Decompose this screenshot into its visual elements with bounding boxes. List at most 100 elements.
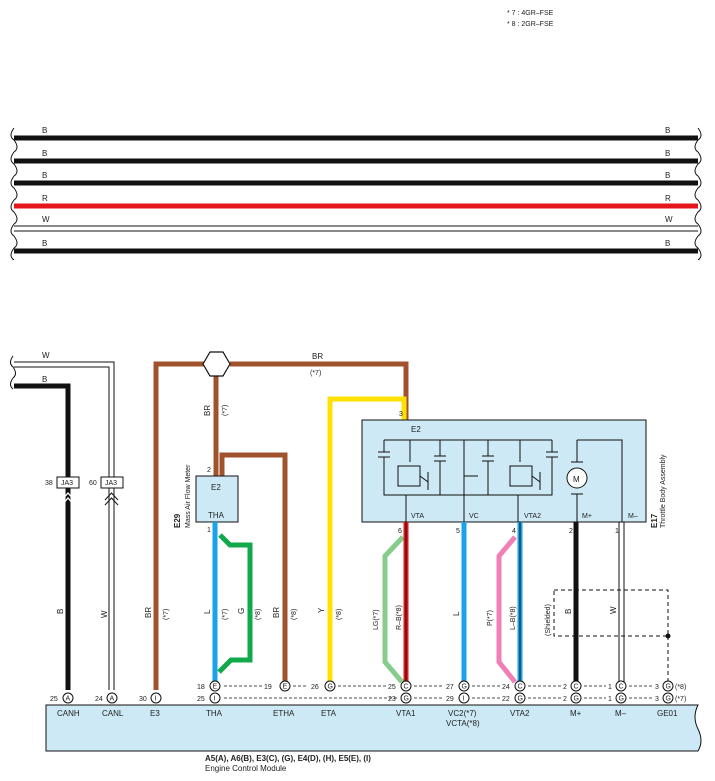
pin-leaders bbox=[224, 685, 653, 699]
y-eta-label: Y bbox=[317, 607, 326, 613]
ecm-pin-vta1-b-conn: G bbox=[404, 696, 409, 703]
ecm-pin-canh-conn: A bbox=[66, 696, 71, 703]
ecm-pin-vta2-b-conn: G bbox=[518, 696, 523, 703]
harness-right-breaks bbox=[694, 127, 702, 261]
harness-wire-5 bbox=[14, 225, 698, 232]
ecm-pin-mm-b-conn: G bbox=[619, 696, 624, 703]
tb-pin-6: 6 bbox=[398, 528, 402, 535]
ecm-pin-mp-b-conn: G bbox=[574, 696, 579, 703]
br-top-note: (*7) bbox=[310, 370, 321, 377]
ecm-pin-e3-num: 30 bbox=[139, 696, 147, 703]
maf-tha-label: THA bbox=[208, 511, 225, 520]
ecm-pin-canl-conn: A bbox=[110, 696, 115, 703]
harness-code-right-2: B bbox=[665, 149, 670, 158]
canl-wire bbox=[14, 361, 115, 690]
rb-vta-label: R–B(*8) bbox=[396, 605, 403, 630]
tb-internal-circuit bbox=[378, 439, 558, 522]
maf-e2-label: E2 bbox=[211, 483, 221, 492]
ecm-pin-tha-a-conn: E bbox=[213, 684, 218, 691]
p-vta2-label: P(*7) bbox=[487, 610, 494, 626]
harness-code-left-2: B bbox=[42, 149, 47, 158]
w-mm-wire bbox=[618, 522, 625, 688]
lg-vta-label: LG(*7) bbox=[373, 609, 380, 630]
ecm-label-eta: ETA bbox=[321, 709, 337, 718]
canh-wire bbox=[14, 383, 71, 690]
tb-label-mm: M– bbox=[628, 513, 638, 520]
g-tha-note: (*8) bbox=[255, 609, 262, 620]
ecm-pin-etha-num: 19 bbox=[264, 684, 272, 691]
tb-motor-label: M bbox=[573, 475, 580, 484]
ecm-pin-ge-a-num: 3 bbox=[655, 684, 659, 691]
harness-code-left-6: B bbox=[42, 239, 47, 248]
harness-code-left-3: B bbox=[42, 171, 47, 180]
junction-ja3-38-pin: 38 bbox=[45, 480, 53, 487]
ecm-pin-ge-a-conn: G bbox=[666, 684, 671, 691]
w-mm-label: W bbox=[609, 606, 618, 614]
harness-left-breaks bbox=[10, 127, 18, 261]
ecm-labels: CANH CANL E3 THA ETHA ETA VTA1 VC2(*7) V… bbox=[57, 709, 678, 728]
ecm-pin-e3-conn: I bbox=[155, 696, 157, 703]
maf-code: E29 bbox=[173, 513, 182, 528]
ecm-pin-vc-a-conn: G bbox=[462, 684, 467, 691]
ecm-pin-canl-num: 24 bbox=[95, 696, 103, 703]
ecm-label-canl: CANL bbox=[102, 709, 124, 718]
tb-label-mp: M+ bbox=[582, 513, 592, 520]
ecm-pin-vta2-a-num: 24 bbox=[502, 684, 510, 691]
ecm-pin-ge-b-num: 3 bbox=[655, 696, 659, 703]
ecm-pin-mm-a-num: 1 bbox=[608, 684, 612, 691]
ecm-label-vcta: VCTA(*8) bbox=[446, 719, 480, 728]
ecm-pin-vta1-a-num: 25 bbox=[388, 684, 396, 691]
tb-pin-4: 4 bbox=[512, 528, 516, 535]
harness-code-right-4: R bbox=[665, 194, 671, 203]
y-eta-note: (*8) bbox=[336, 609, 343, 620]
tb-label-vta2: VTA2 bbox=[524, 513, 541, 520]
y-eta-wire bbox=[327, 396, 407, 690]
ecm-pin-ge-b-conn: G bbox=[666, 696, 671, 703]
harness-code-left-5: W bbox=[42, 215, 50, 224]
harness: B B B B B B R R W W B B bbox=[10, 126, 702, 261]
legend-line-2: * 8 : 2GR–FSE bbox=[507, 21, 554, 28]
junction-ja3-38: JA3 38 bbox=[45, 476, 80, 506]
ecm-pin-tha-a-num: 18 bbox=[197, 684, 205, 691]
harness-code-right-6: B bbox=[665, 239, 670, 248]
harness-code-right-3: B bbox=[665, 171, 670, 180]
junction-ja3-60-label: JA3 bbox=[105, 480, 117, 487]
junction-ja3-60-pin: 60 bbox=[89, 480, 97, 487]
ecm-box bbox=[45, 704, 702, 752]
tb-label-vta: VTA bbox=[411, 513, 424, 520]
ecm-label-e3: E3 bbox=[150, 709, 160, 718]
ecm-pin-mp-a-num: 2 bbox=[563, 684, 567, 691]
harness-code-right-5: W bbox=[665, 215, 673, 224]
tb-e2-label: E2 bbox=[411, 425, 421, 434]
tb-pin-top: 3 bbox=[399, 411, 403, 418]
ecm-pin-vta1-b-num: 23 bbox=[388, 696, 396, 703]
ecm-pin-vta1-a-conn: C bbox=[404, 684, 409, 691]
ecm-pin-tha-b-num: 25 bbox=[197, 696, 205, 703]
canh-wire-code-mid: B bbox=[56, 609, 65, 614]
lb-vta2-label: L–B(*8) bbox=[510, 606, 517, 630]
splice-point bbox=[202, 351, 231, 377]
g-tha-label: G bbox=[237, 608, 246, 614]
throttle-body: 3 E2 M VTA VC VTA2 M+ M– 6 5 bbox=[361, 411, 667, 535]
g-tha-wire bbox=[217, 533, 253, 674]
ecm-pin-vta2-a-conn: C bbox=[518, 684, 523, 691]
ecm-label-canh: CANH bbox=[57, 709, 80, 718]
tb-pin-2: 2 bbox=[569, 528, 573, 535]
ecm-label-vta2: VTA2 bbox=[510, 709, 530, 718]
l-tha-label: L bbox=[203, 609, 212, 614]
ecm-pins: A 25 A 24 I 30 E 18 I 25 E 19 G 26 C 25 … bbox=[50, 680, 686, 704]
harness-code-left-1: B bbox=[42, 126, 47, 135]
tb-code: E17 bbox=[650, 513, 659, 528]
br-e3-note: (*7) bbox=[163, 609, 170, 620]
canh-wire-code-top: B bbox=[42, 375, 47, 384]
ecm-name: Engine Control Module bbox=[205, 764, 287, 773]
junction-ja3-38-label: JA3 bbox=[61, 480, 73, 487]
ecm-label-tha: THA bbox=[206, 709, 223, 718]
ecm-pin-mm-a-conn: C bbox=[619, 684, 624, 691]
ecm-pin-eta-conn: G bbox=[328, 684, 333, 691]
junction-ja3-60: JA3 60 bbox=[89, 476, 124, 506]
ecm-label-vc2: VC2(*7) bbox=[448, 709, 477, 718]
br-e3-label: BR bbox=[144, 607, 153, 618]
ecm-pin-vc-a-num: 27 bbox=[446, 684, 454, 691]
